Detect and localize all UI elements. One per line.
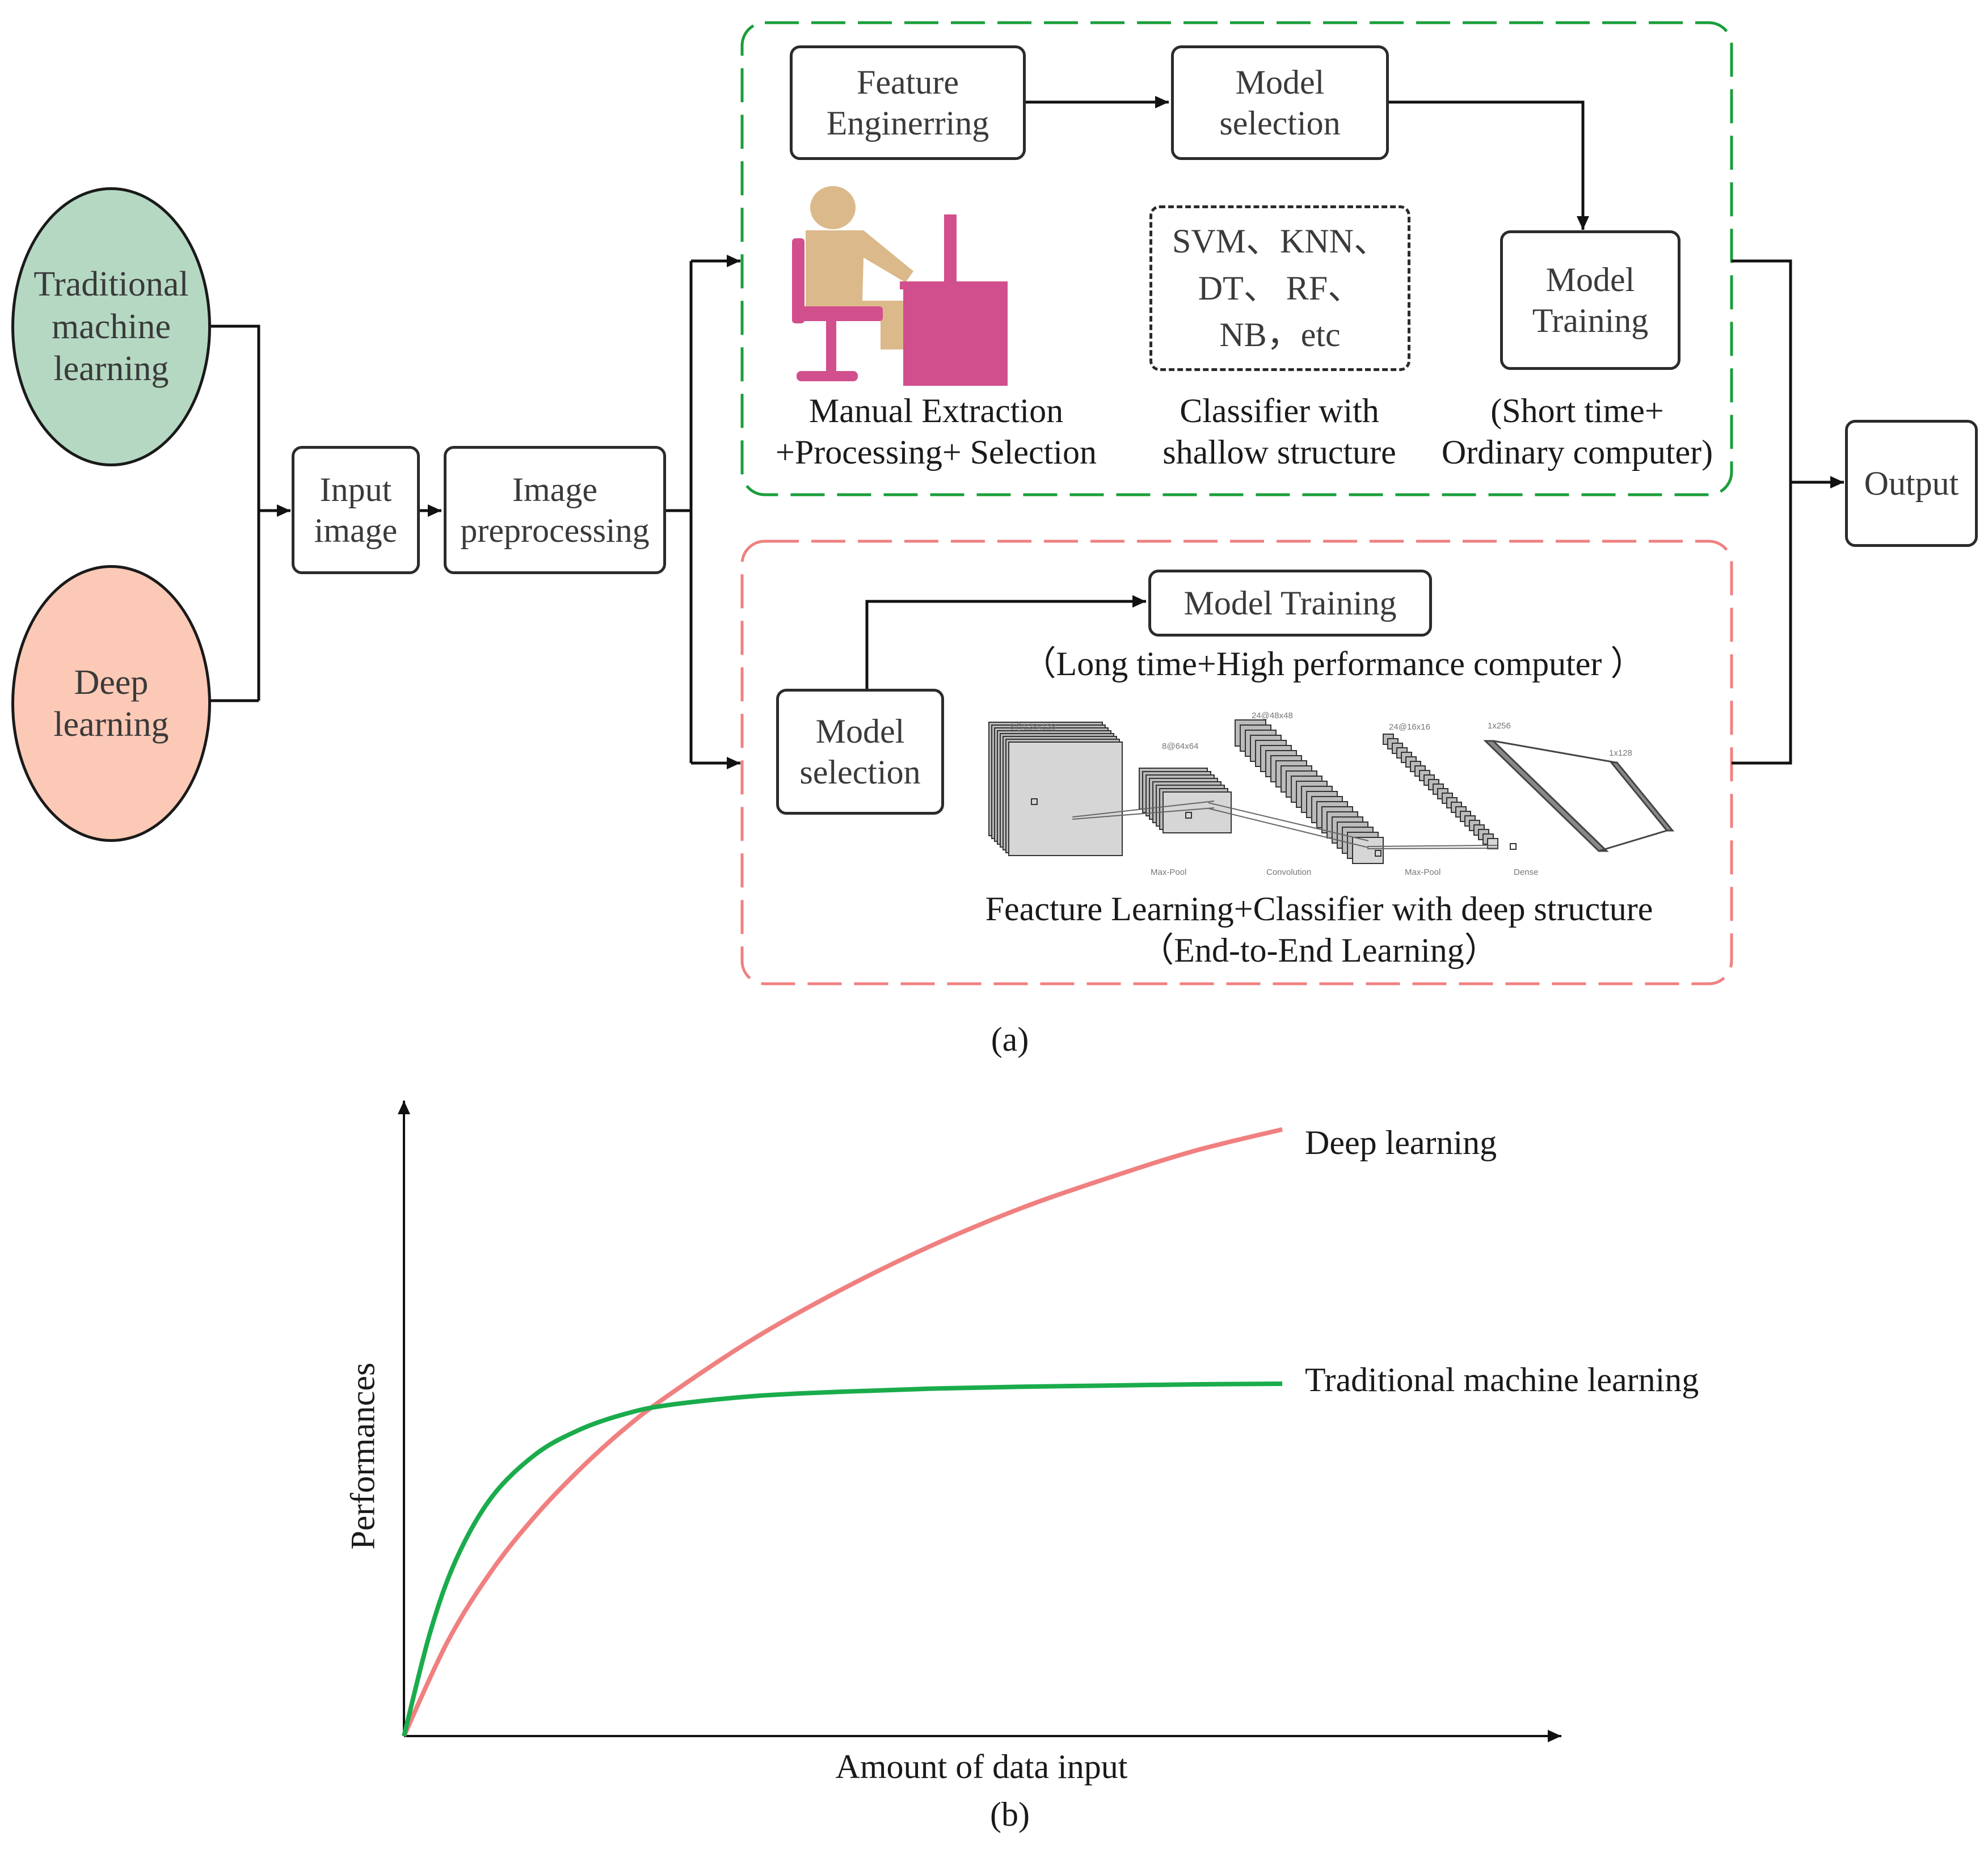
caption-shallow-classifier: Classifier with shallow structure [1163, 392, 1396, 471]
label-b: (b) [990, 1796, 1030, 1833]
cnn-label-l3: 24@48x48 [1252, 711, 1293, 721]
traditional-ml-oval: Traditional machine learning [11, 187, 211, 466]
cnn-label-l4: 24@16x16 [1389, 722, 1430, 732]
series-label-deep: Deep learning [1305, 1124, 1497, 1161]
feature-map [1163, 791, 1232, 833]
cnn-label-l2: 8@64x64 [1162, 742, 1198, 751]
kernel-window [1185, 812, 1192, 819]
model-selection-box-deep: Model selection [776, 689, 944, 815]
feature-map [1487, 838, 1498, 849]
cnn-label-l1: 8@128x128 [1010, 722, 1056, 732]
deep-learning-label: Deep learning [53, 663, 169, 744]
kernel-window [1510, 843, 1517, 850]
caption-short-time: (Short time+ Ordinary computer) [1441, 392, 1713, 471]
cnn-illustration: 8@128x128 8@64x64 24@48x48 24@16x16 1x25… [988, 711, 1675, 877]
feature-engineering-label: Feature Enginerring [826, 64, 989, 142]
caption-end-to-end: Feacture Learning+Classifier with deep s… [985, 890, 1653, 970]
model-training-box-traditional: Model Training [1500, 230, 1680, 370]
model-selection-label-traditional: Model selection [1219, 64, 1341, 142]
chart-y-axis-label: Performances [344, 1362, 382, 1550]
cnn-label-l6: 1x128 [1609, 748, 1632, 758]
caption-manual-extraction: Manual Extraction +Processing+ Selection [776, 392, 1097, 471]
image-preprocessing-label: Image preprocessing [460, 471, 650, 549]
classifier-list: SVM、KNN、 DT、 RF、 NB，etc [1172, 222, 1388, 354]
kernel-window [1375, 850, 1382, 857]
feature-map [1008, 742, 1123, 856]
cnn-op2: Convolution [1266, 867, 1311, 877]
label-a: (a) [991, 1021, 1029, 1058]
cnn-op4: Dense [1514, 867, 1538, 877]
input-image-label: Input image [314, 471, 398, 549]
output-label: Output [1864, 465, 1959, 502]
person-at-desk-icon [792, 186, 1008, 386]
connector-ovals [209, 96, 1844, 769]
cnn-connectors [1072, 801, 1498, 849]
chart-x-axis-label: Amount of data input [835, 1748, 1128, 1785]
image-preprocessing-box: Image preprocessing [444, 446, 666, 574]
model-training-box-deep: Model Training [1148, 570, 1432, 637]
classifier-list-box: SVM、KNN、 DT、 RF、 NB，etc [1149, 205, 1410, 371]
dense-layers [1483, 740, 1675, 852]
kernel-window [1031, 798, 1038, 805]
traditional-container [740, 21, 1733, 496]
caption-long-time: （Long time+High performance computer ） [1022, 645, 1645, 683]
model-training-label-deep: Model Training [1183, 584, 1397, 622]
traditional-ml-label: Traditional machine learning [33, 265, 189, 389]
cnn-label-l5: 1x256 [1488, 721, 1511, 731]
model-training-label-traditional: Model Training [1532, 261, 1649, 339]
model-selection-box-traditional: Model selection [1171, 45, 1389, 160]
cnn-op3: Max-Pool [1405, 867, 1441, 877]
output-box: Output [1845, 420, 1978, 547]
input-image-box: Input image [292, 446, 420, 574]
deep-learning-oval: Deep learning [11, 565, 211, 842]
feature-engineering-box: Feature Enginerring [790, 45, 1026, 160]
traditional-ml-curve [402, 1381, 1283, 1737]
model-selection-label-deep: Model selection [799, 713, 921, 791]
cnn-op1: Max-Pool [1151, 867, 1186, 877]
performance-chart [398, 1101, 1561, 1742]
series-label-traditional: Traditional machine learning [1305, 1361, 1699, 1398]
deep-learning-curve [402, 1127, 1283, 1737]
